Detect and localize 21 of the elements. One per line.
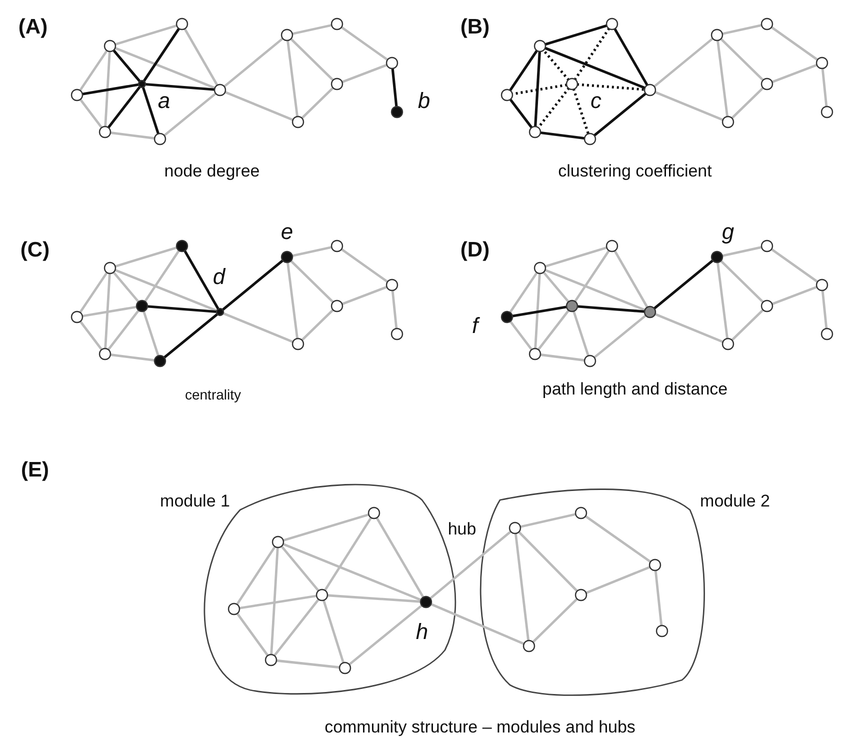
node-label: h: [416, 620, 428, 644]
caption: module 1: [160, 492, 230, 512]
node-label: g: [722, 220, 734, 244]
caption: community structure – modules and hubs: [324, 718, 636, 738]
node-label: d: [212, 264, 226, 290]
caption: hub: [448, 520, 476, 540]
caption: path length and distance: [542, 380, 728, 400]
node-label: b: [418, 88, 430, 114]
node-label: c: [590, 88, 602, 114]
panel-label: (C): [20, 238, 50, 262]
panel-label: (E): [21, 458, 49, 482]
caption: module 2: [700, 492, 770, 512]
node-label: f: [472, 314, 478, 338]
caption: centrality: [184, 387, 242, 403]
panel-label: (A): [18, 15, 48, 39]
caption: node degree: [164, 162, 260, 182]
caption: clustering coefficient: [558, 162, 712, 182]
node-label: e: [280, 220, 294, 244]
panel-label: (D): [460, 238, 490, 262]
panel-label: (B): [460, 15, 490, 39]
node-label: a: [158, 88, 170, 114]
